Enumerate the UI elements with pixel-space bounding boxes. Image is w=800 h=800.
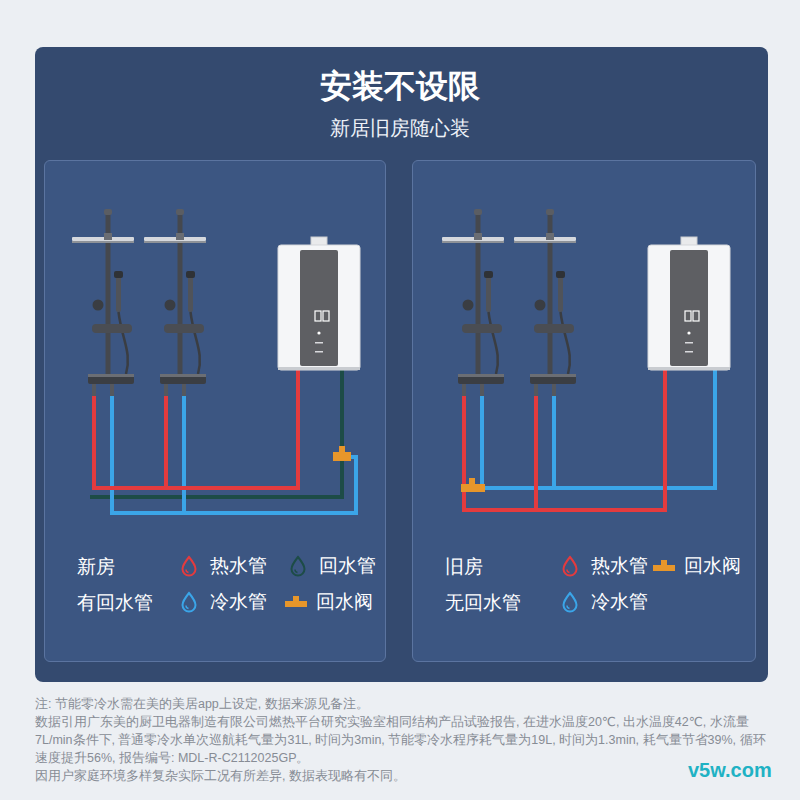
legend-entry: 热水管 — [180, 552, 267, 580]
valve-tab — [661, 560, 667, 566]
legend-entry: 回水管 — [289, 552, 376, 580]
drop-swatch — [561, 555, 579, 577]
cold-pipe — [552, 396, 556, 488]
cold-pipe — [182, 396, 186, 513]
subtitle: 新居旧房随心装 — [0, 114, 800, 142]
legend-label: 热水管 — [210, 553, 267, 579]
drop-outline — [292, 557, 305, 576]
legend-label: 冷水管 — [591, 589, 648, 615]
return-pipe — [90, 370, 342, 497]
hot-pipe — [534, 396, 538, 510]
shower-column — [442, 209, 504, 396]
subtitle-holder: 新居旧房随心装 — [0, 114, 800, 142]
house-panel: 旧房无回水管 — [412, 160, 756, 662]
drop-highlight — [295, 570, 298, 573]
watermark-holder: v5w.com — [688, 756, 772, 784]
footnote: 因用户家庭环境多样复杂实际工况有所差异, 数据表现略有不同。 — [35, 767, 770, 785]
legend-label: 热水管 — [591, 553, 648, 579]
drop-swatch — [289, 555, 307, 577]
return-valve — [333, 452, 351, 461]
footnote-holder: 注: 节能零冷水需在美的美居app上设定, 数据来源见备注。数据引用广东美的厨卫… — [35, 695, 770, 785]
hot-pipe — [94, 370, 298, 488]
legend-label: 回水阀 — [684, 553, 741, 579]
legend-entry: 回水阀 — [284, 588, 373, 616]
drop-outline — [183, 557, 196, 576]
valve-tab — [293, 596, 299, 602]
legend-entry: 回水阀 — [652, 552, 741, 580]
footnote: 数据引用广东美的厨卫电器制造有限公司燃热平台研究实验室相同结构产品试验报告, 在… — [35, 713, 770, 767]
drop-outline — [183, 593, 196, 612]
drop-highlight — [567, 570, 570, 573]
hot-pipe — [464, 370, 665, 510]
drop-swatch — [561, 591, 579, 613]
drop-outline — [564, 593, 577, 612]
cold-pipe — [482, 370, 715, 488]
title-holder: 安装不设限 — [0, 64, 800, 108]
drop-highlight — [567, 606, 570, 609]
drop-highlight — [186, 606, 189, 609]
return-valve — [461, 484, 485, 492]
legend-label: 冷水管 — [210, 589, 267, 615]
shower-column — [514, 209, 576, 396]
water-heater — [648, 237, 730, 370]
valve-swatch — [652, 555, 676, 577]
house-panel: 新房有回水管 — [44, 160, 386, 662]
legend-label: 回水阀 — [316, 589, 373, 615]
return-valve-tab — [339, 446, 345, 453]
shower-column — [72, 209, 134, 396]
drop-swatch — [180, 591, 198, 613]
drop-highlight — [186, 570, 189, 573]
valve-swatch — [284, 591, 308, 613]
hot-pipe — [164, 396, 168, 488]
legend-label: 回水管 — [319, 553, 376, 579]
legend-entry: 热水管 — [561, 552, 648, 580]
drop-outline — [564, 557, 577, 576]
return-valve-tab — [469, 478, 475, 485]
legend-entry: 冷水管 — [561, 588, 648, 616]
water-heater — [278, 237, 360, 370]
shower-column — [144, 209, 206, 396]
legend-entry: 冷水管 — [180, 588, 267, 616]
drop-swatch — [180, 555, 198, 577]
page-title: 安装不设限 — [0, 64, 800, 108]
footnote: 注: 节能零冷水需在美的美居app上设定, 数据来源见备注。 — [35, 695, 770, 713]
cold-pipe — [112, 396, 356, 513]
watermark: v5w.com — [688, 756, 772, 784]
